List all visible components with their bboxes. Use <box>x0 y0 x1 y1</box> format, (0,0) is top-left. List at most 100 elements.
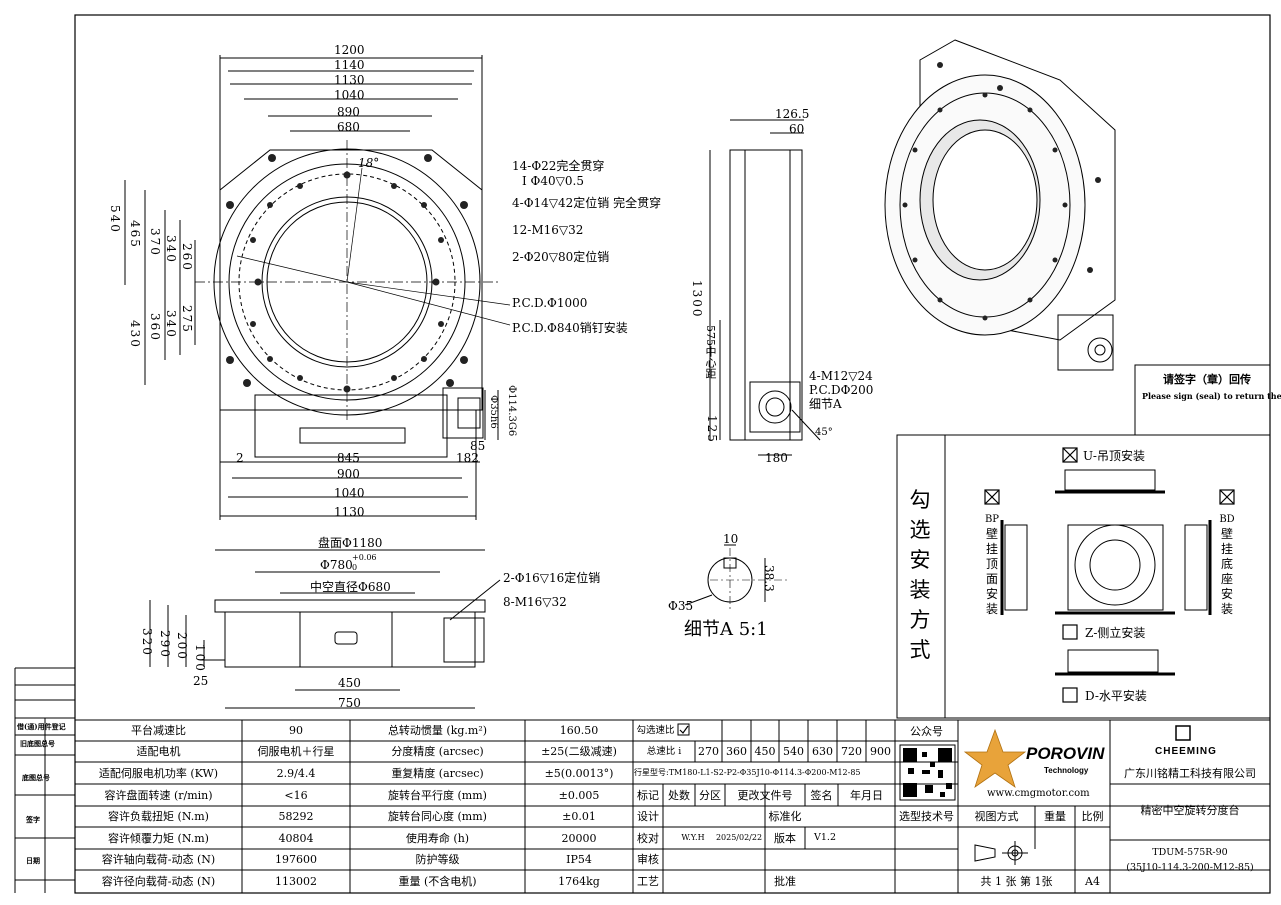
spec-row-2-k2: 重复精度 (arcsec) <box>391 766 484 780</box>
callout-8-m16: 8-M16▽32 <box>503 595 567 609</box>
rev-sign: 签名 <box>810 788 833 802</box>
dim-60: 60 <box>789 122 805 136</box>
spec-row-4-v1: 58292 <box>278 810 314 823</box>
rev-date: 年月日 <box>850 788 883 802</box>
label-hollow-680: 中空直径Φ680 <box>310 580 391 594</box>
angle-45: 45° <box>815 427 833 438</box>
dim-275: 275 <box>180 305 194 334</box>
angle-18: 18° <box>358 156 380 170</box>
mount-z-label: Z-侧立安装 <box>1085 626 1146 640</box>
spec-row-1-k2: 分度精度 (arcsec) <box>391 745 484 758</box>
spec-row-7-k2: 重量 (不含电机) <box>398 875 477 888</box>
margin-sign: 签字 <box>26 815 40 824</box>
brand-cheeming: CHEEMING <box>1155 746 1217 757</box>
sign-version: V1.2 <box>814 832 836 844</box>
model-spec: (35J10-114.3-200-M12-85) <box>1126 862 1254 874</box>
dim-1040: 1040 <box>334 88 365 102</box>
side-view <box>709 119 821 456</box>
dim-1130: 1130 <box>334 73 365 87</box>
dim-phi35: Φ35h6 <box>488 395 499 429</box>
sign-checker: W.Y.H <box>681 833 705 842</box>
spec-row-5-k2: 使用寿命 (h) <box>405 831 470 845</box>
ratio-total-label: 总速比 i <box>646 745 682 757</box>
dim-180: 180 <box>765 451 788 465</box>
ratio-900[interactable]: 900 <box>870 745 891 758</box>
spec-row-2-k1: 适配伺服电机功率 (KW) <box>98 766 219 780</box>
margin-old-no: 旧底图总号 <box>20 739 55 748</box>
title-block-grid <box>75 719 1270 893</box>
spec-row-7-k1: 容许径向载荷-动态 (N) <box>101 875 216 888</box>
notice-cn: 请签字（章）回传 <box>1163 373 1251 386</box>
dim-430: 430 <box>128 320 142 349</box>
tech-label: 选型技术号 <box>899 810 954 823</box>
spec-row-3-k1: 容许盘面转速 (r/min) <box>104 788 213 802</box>
dim-125: 125 <box>705 415 719 444</box>
spec-row-4-v2: ±0.01 <box>562 810 596 823</box>
ratio-450[interactable]: 450 <box>754 745 776 758</box>
sign-approve: 批准 <box>774 875 796 888</box>
callout-12-m16: 12-M16▽32 <box>512 223 584 237</box>
spec-row-4-k2: 旋转台同心度 (mm) <box>388 810 487 823</box>
porovin-logo-icon <box>963 728 1027 789</box>
bottom-view <box>149 549 501 709</box>
callout-4-dowel: 4-Φ14▽42定位销 完全贯穿 <box>512 196 662 210</box>
spec-row-7-v1: 113002 <box>275 875 317 888</box>
ratio-630[interactable]: 630 <box>812 745 833 758</box>
callout-counterbore: Ⅰ Φ40▽0.5 <box>522 174 584 188</box>
spec-row-6-k2: 防护等级 <box>415 853 460 866</box>
rev-count: 处数 <box>668 788 690 802</box>
planetary-model: 行星型号:TM180-L1-S2-P2-Φ35J10-Φ114.3-Φ200-M… <box>634 768 861 777</box>
dim-340-a: 340 <box>164 235 178 264</box>
spec-row-0-v1: 90 <box>289 724 303 737</box>
spec-row-6-v2: IP54 <box>566 853 592 866</box>
sheet-size: A4 <box>1085 875 1100 888</box>
ratio-720[interactable]: 720 <box>841 745 862 758</box>
tol-zero: 0 <box>352 563 358 572</box>
dim-126-5: 126.5 <box>775 107 810 121</box>
dim-900: 900 <box>337 467 360 481</box>
ratio-check-label: 勾选速比 <box>636 724 675 736</box>
product-name: 精密中空旋转分度台 <box>1140 803 1240 817</box>
notice-en: Please sign (seal) to return the mail <box>1142 391 1281 401</box>
spec-row-2-v2: ±5(0.0013°) <box>544 766 614 780</box>
detail-a-title: 细节A 5:1 <box>684 619 768 640</box>
scale-label: 比例 <box>1081 810 1104 823</box>
spec-row-0-k2: 总转动惯量 (kg.m²) <box>387 724 488 737</box>
dim-1140: 1140 <box>334 58 365 72</box>
dim-1130-bottom: 1130 <box>334 505 365 519</box>
dim-85: 85 <box>470 439 486 453</box>
dim-845: 845 <box>337 451 360 465</box>
company-name: 广东川铭精工科技有限公司 <box>1124 766 1256 780</box>
qr-code <box>899 744 956 801</box>
brand-technology: Technology <box>1044 766 1089 775</box>
sign-check: 校对 <box>637 831 659 845</box>
spec-row-1-v1: 伺服电机＋行星 <box>257 745 335 758</box>
spec-row-3-v2: ±0.005 <box>558 788 600 802</box>
ratio-540[interactable]: 540 <box>783 745 804 758</box>
dim-1040-bottom: 1040 <box>334 486 365 500</box>
spec-row-3-k2: 旋转台平行度 (mm) <box>388 788 487 802</box>
callout-2-phi16: 2-Φ16▽16定位销 <box>503 571 601 585</box>
mounting-checkboxes <box>984 447 1235 703</box>
dim-750: 750 <box>338 696 361 710</box>
ratio-checkbox <box>677 723 690 736</box>
spec-row-5-v1: 40804 <box>278 831 314 845</box>
ratio-270[interactable]: 270 <box>698 745 719 758</box>
mounting-panel <box>896 434 1271 719</box>
sign-standard: 标准化 <box>768 810 802 823</box>
mount-d-label: D-水平安装 <box>1085 689 1147 703</box>
spec-row-0-k1: 平台减速比 <box>131 724 186 737</box>
dim-320: 320 <box>140 628 154 657</box>
spec-row-6-k1: 容许轴向载荷-动态 (N) <box>101 853 216 866</box>
tol-plus: +0.06 <box>352 553 377 562</box>
spec-row-1-k1: 适配电机 <box>136 745 181 758</box>
dim-575-center: 575中心距 <box>704 325 717 379</box>
model-code: TDUM-575R-90 <box>1152 847 1228 859</box>
ratio-360[interactable]: 360 <box>726 745 747 758</box>
dim-370: 370 <box>148 228 162 257</box>
detail-dim-phi35: Φ35 <box>668 599 694 613</box>
margin-base-no: 底图总号 <box>22 773 50 782</box>
brand-porovin: POROVIN <box>1026 744 1105 763</box>
